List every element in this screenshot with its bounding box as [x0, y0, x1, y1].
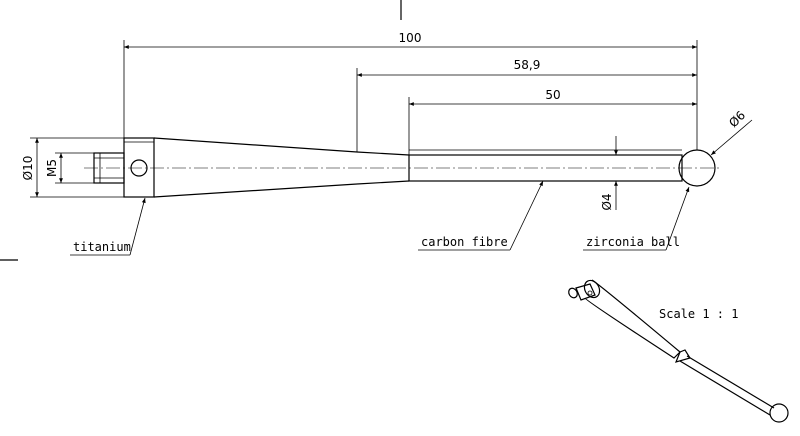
leader-carbon-fibre: carbon fibre [418, 180, 544, 251]
carbon-fibre-shaft [356, 149, 683, 185]
dim-58-9: 58,9 [514, 58, 541, 72]
dim-m5: M5 [45, 159, 59, 177]
label-titanium: titanium [73, 240, 131, 254]
label-zirconia-ball: zirconia ball [586, 235, 680, 249]
dimension-fibre-diameter: Ø4 [600, 136, 618, 211]
dimension-ball-diameter: Ø6 [710, 108, 753, 156]
dimension-thread: M5 [45, 152, 94, 184]
dim-100: 100 [399, 31, 422, 45]
leader-titanium: titanium [70, 197, 146, 256]
titanium-body [123, 137, 358, 198]
cross-hole [130, 159, 148, 177]
label-carbon-fibre: carbon fibre [421, 235, 508, 249]
dimension-fibre: 50 [408, 88, 697, 155]
dim-dia6: Ø6 [726, 108, 748, 130]
dim-dia4: Ø4 [600, 193, 614, 210]
dimension-body-diameter: Ø10 [21, 137, 124, 198]
scale-label: Scale 1 : 1 [659, 307, 738, 321]
dim-dia10: Ø10 [21, 156, 35, 181]
dimension-overall: 100 [123, 31, 698, 150]
leader-zirconia-ball: zirconia ball [583, 186, 690, 251]
stylus-side-view [84, 137, 722, 198]
isometric-ball [769, 403, 789, 423]
dim-50: 50 [545, 88, 560, 102]
stylus-isometric-view [568, 279, 789, 423]
dimension-taper: 58,9 [356, 58, 697, 150]
